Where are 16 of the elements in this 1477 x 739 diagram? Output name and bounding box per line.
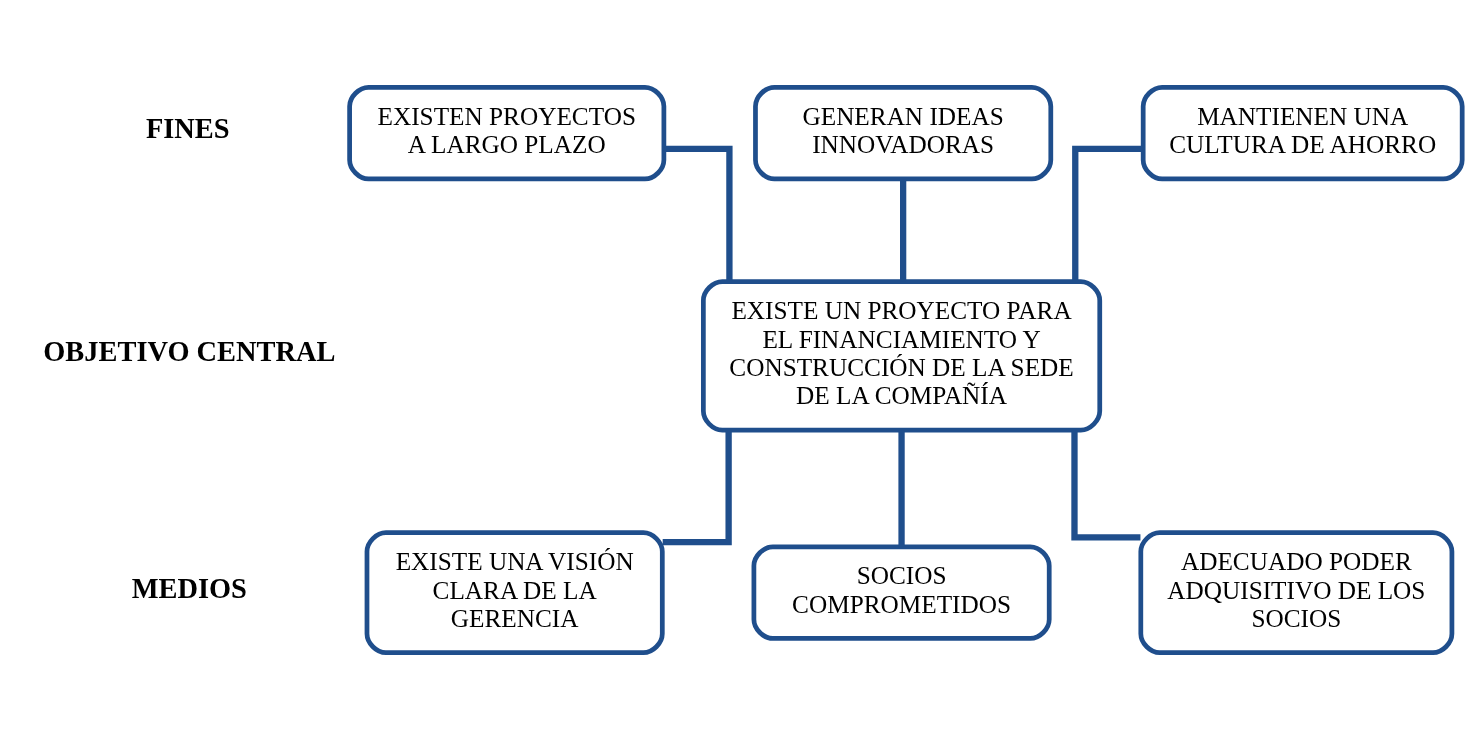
connector — [662, 430, 732, 545]
node-box: EXISTEN PROYECTOS A LARGO PLAZO — [347, 84, 667, 181]
connector — [900, 178, 907, 281]
label: OBJETIVO CENTRAL — [43, 335, 336, 367]
node-box: MANTIENEN UNA CULTURA DE AHORRO — [1140, 84, 1465, 181]
connector — [898, 429, 905, 546]
label: MEDIOS — [131, 572, 247, 604]
connector — [1071, 429, 1141, 541]
node-box: EXISTE UN PROYECTO PARA EL FINANCIAMIENTO Y CONSTRUCCIÓN DE LA SEDE DE LA COMPAÑÍA — [701, 278, 1103, 432]
node-box: ADECUADO PODER ADQUISITIVO DE LOS SOCIOS — [1138, 529, 1455, 655]
label: FINES — [145, 112, 230, 144]
node-box: GENERAN IDEAS INNOVADORAS — [753, 84, 1054, 181]
node-box: SOCIOS COMPROMETIDOS — [751, 544, 1052, 641]
node-box: EXISTE UNA VISIÓN CLARA DE LA GERENCIA — [364, 529, 665, 655]
connector — [664, 145, 733, 281]
connector — [1072, 145, 1143, 281]
